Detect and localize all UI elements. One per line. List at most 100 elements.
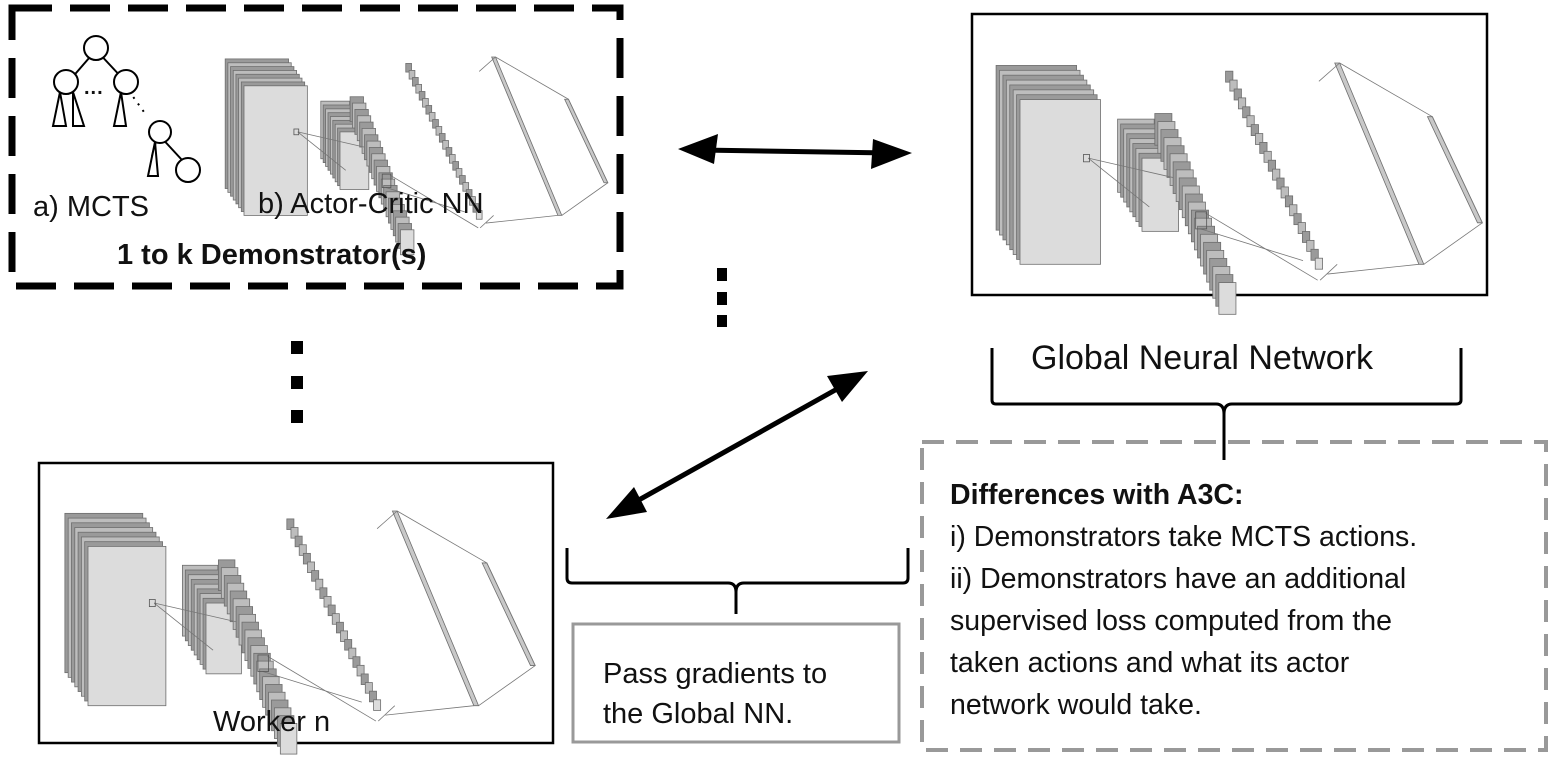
cnn-layer-4 bbox=[472, 203, 480, 213]
cnn-layer-3 bbox=[1218, 282, 1237, 315]
cnn-connection bbox=[495, 56, 569, 100]
cnn-connection bbox=[1327, 263, 1419, 275]
actor-critic-label: b) Actor-Critic NN bbox=[258, 188, 484, 220]
cnn-layer-4 bbox=[1255, 133, 1264, 145]
cnn-kernel bbox=[293, 128, 300, 136]
cnn-layer-4 bbox=[469, 196, 476, 206]
cnn-layer-4 bbox=[1246, 115, 1255, 128]
cnn-layer-4 bbox=[449, 154, 456, 164]
cnn-layer-4 bbox=[1259, 142, 1268, 154]
cnn-layer-4 bbox=[1272, 168, 1281, 181]
cnn-layer-4 bbox=[1306, 239, 1315, 252]
tree-ellipsis: ... bbox=[84, 77, 104, 99]
cnn-connection bbox=[1318, 62, 1340, 82]
cnn-layer-4 bbox=[455, 168, 463, 178]
demonstrator-group-label: 1 to k Demonstrator(s) bbox=[117, 239, 427, 271]
cnn-layer-4 bbox=[373, 699, 382, 711]
vertical-ellipsis-center bbox=[717, 268, 727, 327]
cnn-layer-4 bbox=[369, 690, 377, 703]
cnn-layer-4 bbox=[344, 639, 353, 651]
cnn-layer-4 bbox=[1229, 79, 1238, 92]
cnn-layer-4 bbox=[418, 91, 426, 101]
cnn-layer-4 bbox=[438, 133, 446, 143]
cnn-layer-4 bbox=[452, 161, 459, 171]
cnn-layer-1 bbox=[87, 546, 167, 707]
cnn-connection bbox=[1431, 116, 1483, 223]
differences-title: Differences with A3C: bbox=[950, 479, 1244, 511]
gradients-text: Pass gradients to the Global NN. bbox=[603, 654, 827, 734]
cnn-layer-4 bbox=[311, 570, 320, 582]
cnn-connection bbox=[1205, 212, 1318, 281]
cnn-dense-2 bbox=[481, 562, 536, 666]
cnn-connection bbox=[561, 182, 609, 216]
cnn-connection bbox=[396, 510, 488, 564]
differences-line-2: ii) Demonstrators have an additional bbox=[950, 563, 1407, 595]
mcts-label: a) MCTS bbox=[33, 191, 149, 223]
cnn-layer-4 bbox=[405, 63, 412, 73]
cnn-connection bbox=[153, 602, 214, 651]
cnn-connection bbox=[479, 215, 494, 229]
cnn-layer-4 bbox=[1289, 204, 1298, 217]
cnn-connection bbox=[478, 56, 496, 72]
cnn-kernel bbox=[257, 654, 269, 672]
cnn-connection bbox=[485, 215, 558, 224]
cnn-connection bbox=[262, 671, 362, 703]
differences-box bbox=[920, 440, 1548, 752]
cnn-connection bbox=[478, 665, 536, 707]
cnn-connection bbox=[385, 705, 474, 716]
cnn-layer-4 bbox=[1225, 70, 1234, 83]
cnn-layer-4 bbox=[1237, 97, 1247, 110]
cnn-layer-4 bbox=[298, 544, 307, 556]
cnn-layer-4 bbox=[1297, 222, 1306, 234]
worker-label: Worker n bbox=[213, 706, 331, 738]
cnn-connection bbox=[486, 562, 536, 666]
cnn-layer-4 bbox=[465, 189, 473, 199]
differences-line-1: i) Demonstrators take MCTS actions. bbox=[950, 521, 1418, 553]
double-arrow-demo-global bbox=[678, 134, 912, 169]
cnn-layer-4 bbox=[1263, 150, 1272, 163]
cnn-layer-4 bbox=[462, 182, 470, 192]
cnn-layer-3 bbox=[400, 229, 415, 256]
cnn-kernel bbox=[148, 599, 156, 607]
cnn-layer-4 bbox=[432, 119, 439, 129]
gradients-line-2: the Global NN. bbox=[603, 698, 794, 730]
cnn-layer-4 bbox=[442, 140, 449, 150]
differences-line-5: network would take. bbox=[950, 689, 1202, 721]
cnn-layer-4 bbox=[302, 552, 311, 565]
cnn-connection bbox=[378, 705, 396, 722]
cnn-connection bbox=[267, 655, 377, 722]
cnn-layer-1 bbox=[243, 85, 308, 216]
cnn-layer-4 bbox=[364, 682, 373, 694]
cnn-connection bbox=[1088, 157, 1174, 179]
global-brace bbox=[990, 348, 1463, 460]
cnn-layer-4 bbox=[1276, 177, 1285, 190]
cnn-layer-4 bbox=[1310, 248, 1319, 261]
differences-line-3: supervised loss computed from the bbox=[950, 605, 1392, 637]
cnn-connection bbox=[1423, 222, 1483, 265]
cnn-layer-4 bbox=[422, 98, 429, 108]
cnn-kernel bbox=[1083, 154, 1090, 163]
cnn-connection bbox=[297, 131, 366, 148]
cnn-layer-4 bbox=[435, 126, 443, 136]
cnn-layer-4 bbox=[340, 630, 348, 642]
cnn-layer-4 bbox=[445, 147, 453, 157]
demonstrator-group-box bbox=[8, 4, 624, 290]
cnn-layer-4 bbox=[1293, 213, 1302, 226]
gradients-brace bbox=[565, 548, 910, 614]
cnn-connection bbox=[1200, 228, 1304, 262]
cnn-layer-4 bbox=[294, 535, 303, 548]
cnn-layer-4 bbox=[475, 210, 483, 220]
cnn-layer-1 bbox=[1019, 99, 1101, 265]
cnn-layer-4 bbox=[412, 77, 419, 87]
cnn-layer-4 bbox=[335, 621, 344, 634]
cnn-layer-4 bbox=[415, 84, 422, 94]
cnn-layer-4 bbox=[307, 561, 315, 573]
cnn-layer-4 bbox=[1242, 106, 1251, 119]
cnn-connection bbox=[153, 602, 237, 623]
differences-line-4: taken actions and what its actor bbox=[950, 647, 1350, 679]
cnn-connection bbox=[1319, 264, 1338, 281]
cnn-layer-4 bbox=[1284, 195, 1294, 208]
